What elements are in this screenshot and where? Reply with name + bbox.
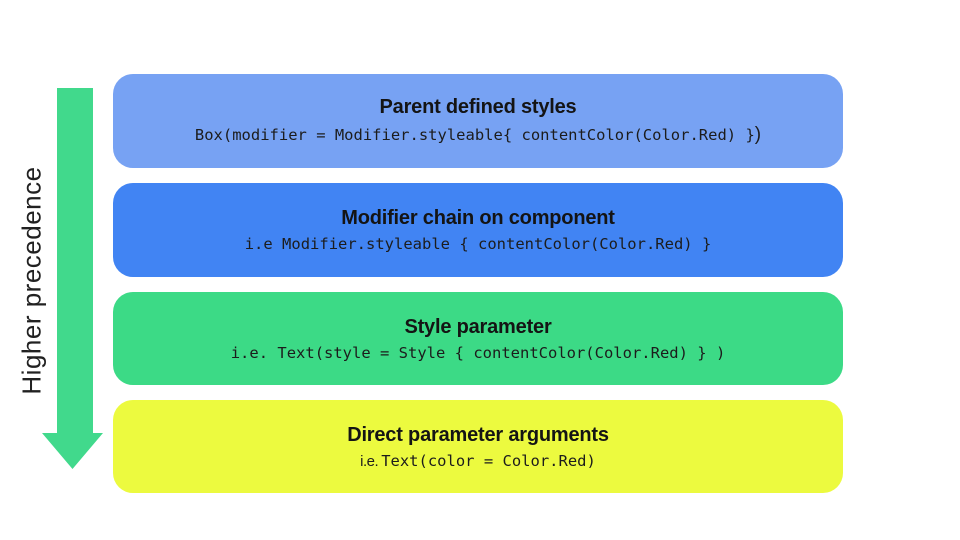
box-direct-parameter-arguments: Direct parameter arguments i.e.Text(colo… — [113, 400, 843, 493]
higher-precedence-label: Higher precedence — [16, 166, 47, 395]
box-parent-defined-styles: Parent defined styles Box(modifier = Mod… — [113, 74, 843, 168]
code-text: Text(color = Color.Red) — [381, 451, 596, 470]
box-title: Style parameter — [404, 315, 552, 338]
box-title: Modifier chain on component — [341, 207, 615, 230]
code-prefix: i.e. — [360, 452, 379, 470]
box-modifier-chain: Modifier chain on component i.e Modifier… — [113, 183, 843, 277]
box-code: i.e Modifier.styleable { contentColor(Co… — [244, 235, 712, 254]
box-code: i.e. Text(style = Style { contentColor(C… — [230, 343, 726, 362]
code-suffix: ) — [754, 124, 762, 146]
box-title: Direct parameter arguments — [347, 423, 609, 446]
box-code: i.e.Text(color = Color.Red) — [360, 452, 596, 471]
code-text: Box(modifier = Modifier.styleable{ conte… — [194, 126, 755, 145]
box-style-parameter: Style parameter i.e. Text(style = Style … — [113, 292, 843, 385]
box-title: Parent defined styles — [379, 96, 577, 119]
box-code: Box(modifier = Modifier.styleable{ conte… — [195, 124, 761, 147]
down-arrow-icon — [42, 88, 103, 469]
